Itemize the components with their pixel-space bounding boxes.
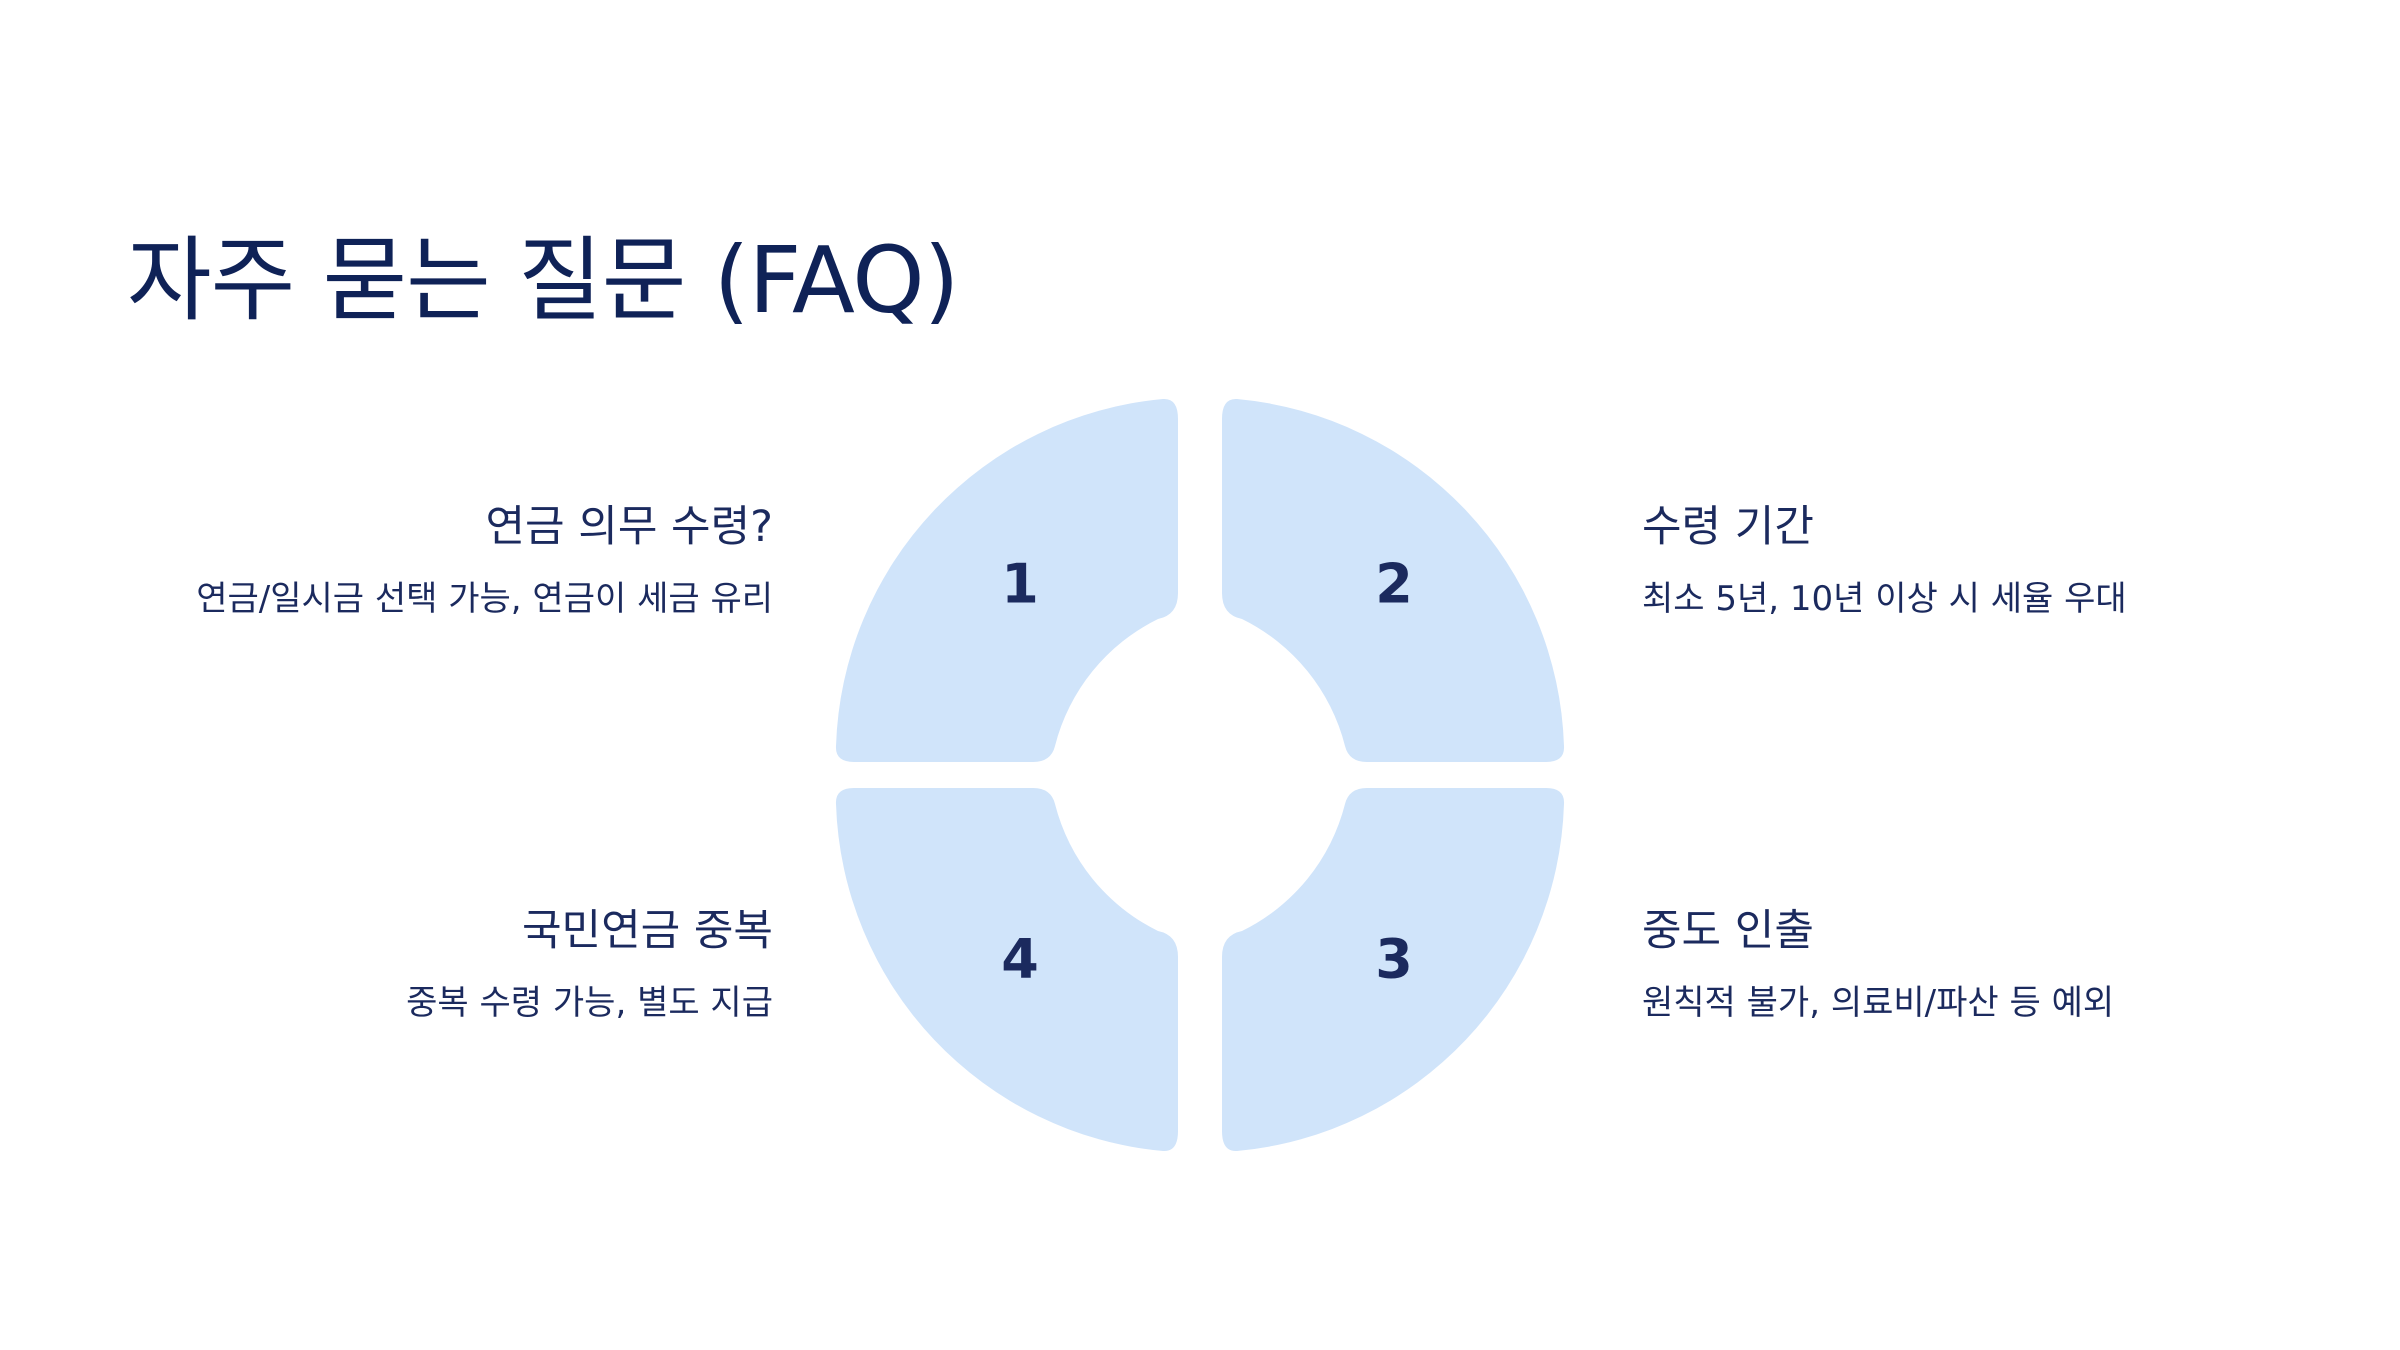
faq-item-description: 원칙적 불가, 의료비/파산 등 예외 (1642, 983, 2115, 1023)
faq-item-title: 수령 기간 (1642, 502, 1814, 552)
faq-item-title: 국민연금 중복 (521, 906, 773, 956)
faq-item-title: 연금 의무 수령? (485, 502, 773, 552)
segment-2 (1222, 398, 1565, 762)
page-title: 자주 묻는 질문 (FAQ) (127, 227, 960, 334)
segment-1 (835, 398, 1178, 762)
segment-number-4: 4 (1001, 928, 1039, 991)
faq-item-title: 중도 인출 (1642, 906, 1814, 956)
segment-3 (1222, 788, 1565, 1152)
segment-number-2: 2 (1375, 553, 1413, 616)
faq-item-3: 중도 인출 원칙적 불가, 의료비/파산 등 예외 (1642, 902, 2400, 1026)
faq-item-description: 최소 5년, 10년 이상 시 세율 우대 (1642, 579, 2127, 619)
faq-item-2: 수령 기간 최소 5년, 10년 이상 시 세율 우대 (1642, 498, 2400, 622)
faq-item-1: 연금 의무 수령? 연금/일시금 선택 가능, 연금이 세금 유리 (13, 498, 773, 622)
faq-item-description: 연금/일시금 선택 가능, 연금이 세금 유리 (196, 579, 773, 619)
segment-number-1: 1 (1001, 553, 1039, 616)
faq-item-description: 중복 수령 가능, 별도 지급 (406, 983, 773, 1023)
segment-4 (835, 788, 1178, 1152)
segment-number-3: 3 (1375, 928, 1413, 991)
faq-item-4: 국민연금 중복 중복 수령 가능, 별도 지급 (13, 902, 773, 1026)
